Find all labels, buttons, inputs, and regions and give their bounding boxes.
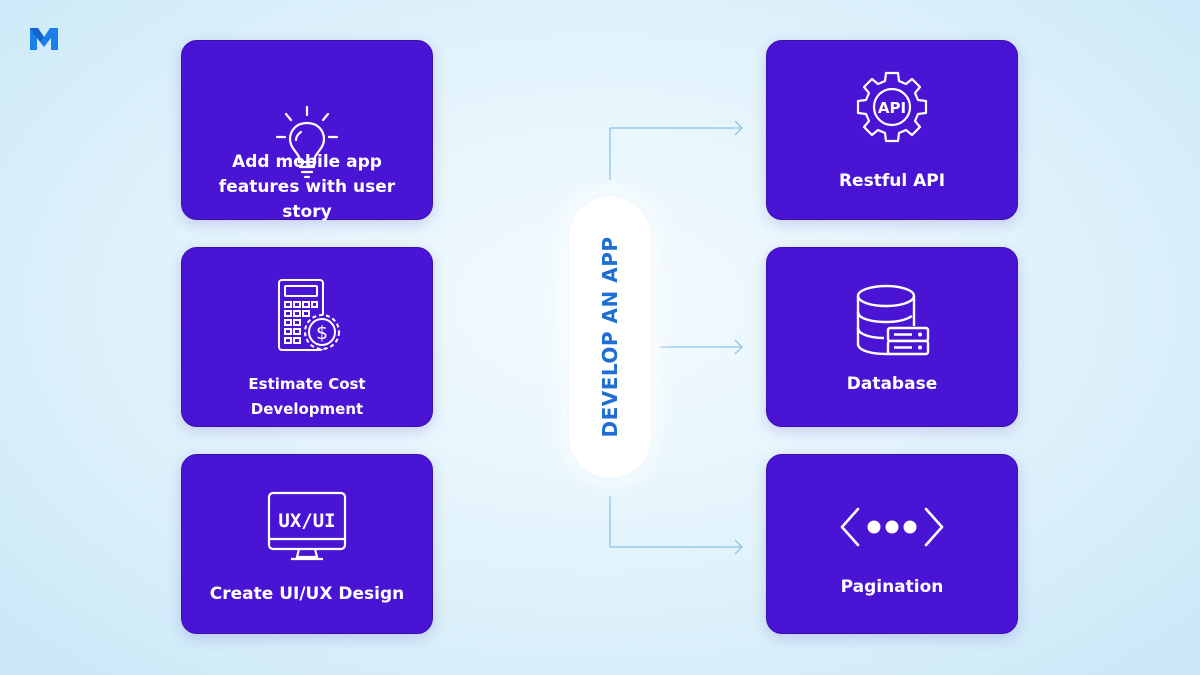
- database-icon: [856, 284, 930, 356]
- card-label: Estimate Cost Development: [248, 375, 366, 418]
- card-label: Add mobile app features with user story: [218, 152, 396, 222]
- card-database: Database: [766, 247, 1018, 427]
- brand-logo-icon: [30, 28, 58, 50]
- svg-text:$: $: [316, 322, 328, 344]
- lightbulb-icon: [275, 105, 339, 179]
- svg-text:UX/UI: UX/UI: [278, 510, 335, 532]
- pagination-dots-icon: [840, 507, 944, 547]
- card-label: Database: [846, 374, 938, 394]
- card-label: Pagination: [840, 577, 944, 597]
- card-label: Create UI/UX Design: [209, 584, 405, 604]
- card-pagination: Pagination: [766, 454, 1018, 634]
- svg-text:API: API: [878, 99, 906, 117]
- card-label: Restful API: [838, 171, 946, 191]
- connector-bottom: [609, 496, 742, 548]
- card-user-story: Add mobile app features with user story: [181, 40, 433, 222]
- ux-ui-monitor-icon: UX/UI: [267, 491, 347, 561]
- card-ui-ux-design: UX/UI Create UI/UX Design: [181, 454, 433, 634]
- calculator-dollar-icon: $: [278, 279, 340, 351]
- develop-an-app-pill: DEVELOP AN APP: [569, 196, 651, 478]
- card-estimate-cost: $ Estimate Cost Development: [181, 247, 433, 427]
- center-label: DEVELOP AN APP: [598, 236, 622, 438]
- card-restful-api: API Restful API: [766, 40, 1018, 220]
- connector-top: [609, 127, 742, 180]
- api-gear-icon: API: [856, 71, 928, 143]
